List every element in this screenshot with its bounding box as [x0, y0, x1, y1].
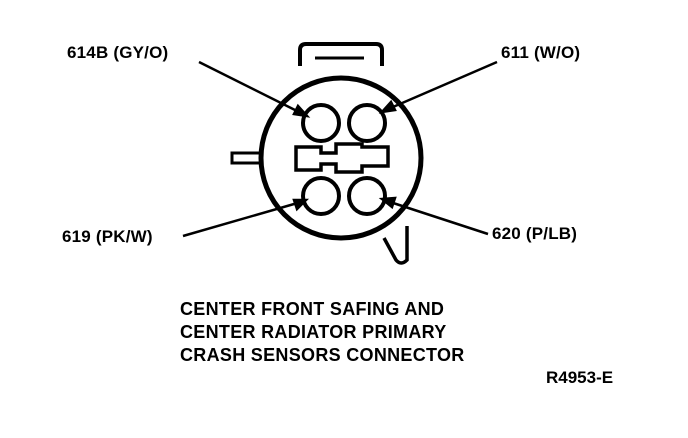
locking-tab — [298, 42, 384, 66]
pin-label-bottom-left: 619 (PK/W) — [62, 227, 153, 246]
reference-code: R4953-E — [546, 368, 614, 387]
leader-arrow-bottom-left — [292, 198, 310, 212]
left-key-stub — [230, 151, 264, 165]
pin-label-top-right: 611 (W/O) — [501, 43, 581, 62]
pin-cavity-bottom-right — [347, 176, 387, 216]
leader-line-bottom-right — [386, 199, 489, 236]
leader-arrow-top-right — [378, 99, 397, 114]
caption-line-3: CRASH SENSORS CONNECTOR — [180, 345, 465, 365]
leader-line-top-right — [385, 60, 498, 112]
leader-arrow-bottom-right — [378, 196, 397, 210]
leader-arrow-top-left — [292, 103, 311, 118]
pin-label-top-left: 614B (GY/O) — [67, 43, 169, 62]
pin-cavity-bottom-left — [301, 176, 341, 216]
leader-line-bottom-left — [182, 200, 302, 238]
pin-cavity-top-right — [347, 103, 387, 143]
caption-line-2: CENTER RADIATOR PRIMARY — [180, 322, 447, 342]
pin-label-bottom-right: 620 (P/LB) — [492, 224, 578, 243]
leader-line-top-left — [198, 60, 304, 116]
center-key — [294, 142, 390, 174]
bottom-latch — [382, 226, 409, 265]
pin-cavity-top-left — [301, 103, 341, 143]
caption-line-1: CENTER FRONT SAFING AND — [180, 299, 445, 319]
